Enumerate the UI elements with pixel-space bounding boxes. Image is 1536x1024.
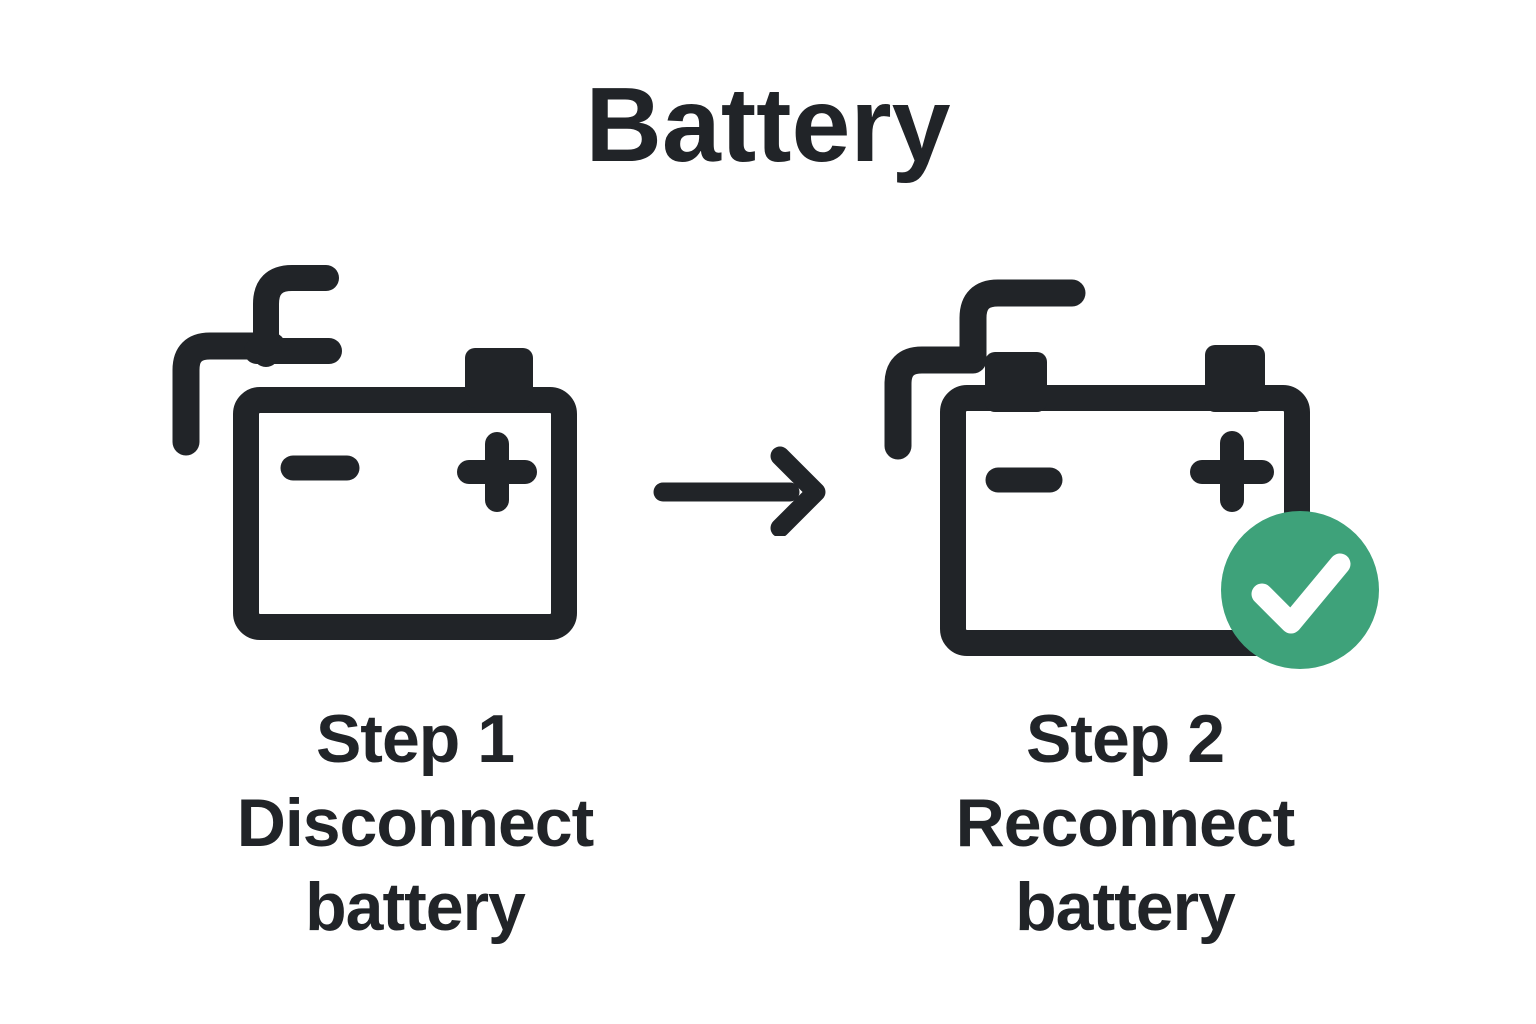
step-1-action: Disconnect — [236, 785, 595, 861]
step-1-object: battery — [305, 869, 526, 945]
connected-cable — [884, 279, 1086, 460]
step-1-caption: Step 1 Disconnect battery — [115, 697, 715, 949]
terminal-clamp — [244, 265, 342, 367]
disconnected-cable — [172, 332, 286, 456]
step-2-caption: Step 2 Reconnect battery — [825, 697, 1425, 949]
step-2-label: Step 2 — [1025, 701, 1225, 777]
negative-terminal-post — [985, 352, 1047, 412]
success-check-icon — [1221, 511, 1379, 669]
arrow-right-icon — [653, 446, 826, 536]
positive-terminal-post — [1205, 345, 1265, 412]
page-title: Battery — [585, 66, 951, 184]
positive-sign-icon — [1190, 431, 1274, 512]
positive-terminal-post — [465, 348, 533, 408]
step-2-object: battery — [1015, 869, 1236, 945]
step-2-action: Reconnect — [955, 785, 1296, 861]
car-battery-disconnected-icon — [172, 265, 577, 640]
arrow-head — [770, 446, 826, 536]
step-1-label: Step 1 — [315, 701, 515, 777]
battery-body — [233, 387, 577, 640]
car-battery-reconnected-icon — [884, 279, 1379, 669]
positive-sign-icon — [457, 432, 537, 512]
